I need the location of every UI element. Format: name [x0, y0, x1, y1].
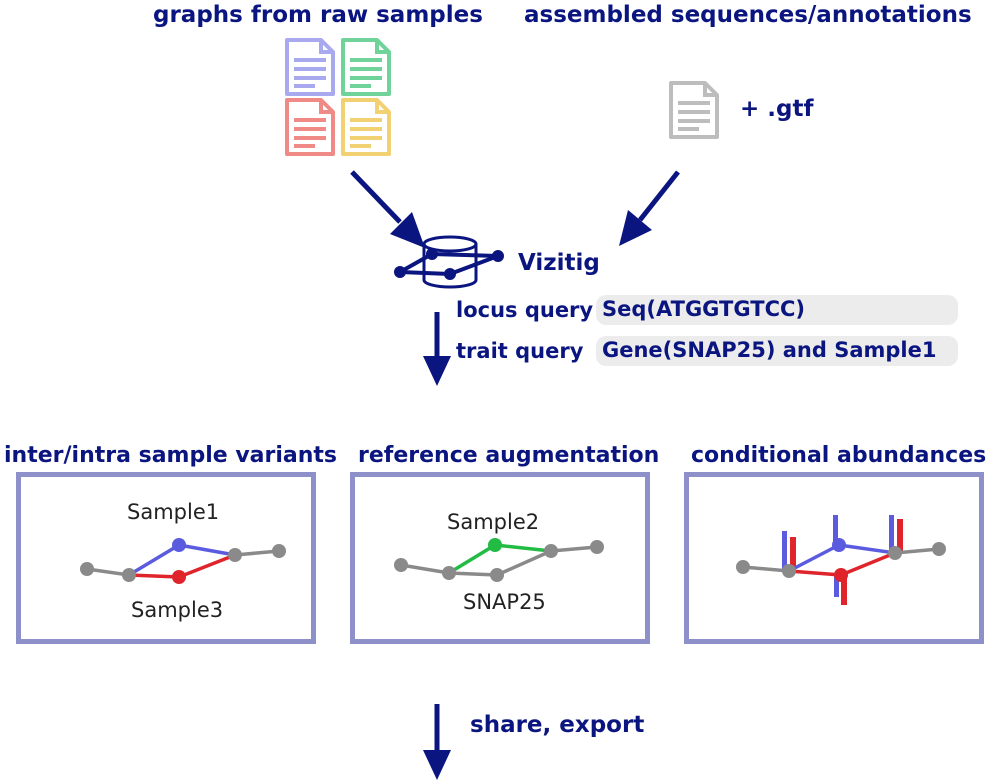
- sample3-label: Sample3: [131, 598, 223, 622]
- panel-title-abundances: conditional abundances: [691, 443, 987, 468]
- trait-query-input[interactable]: Gene(SNAP25) and Sample1: [596, 336, 958, 366]
- panel-augmentation: Sample2 SNAP25: [350, 472, 650, 644]
- panel-title-variants: inter/intra sample variants: [4, 443, 338, 468]
- abundance-graph: [736, 515, 946, 605]
- document-icon: [341, 38, 391, 96]
- arrow-icon: [350, 170, 425, 248]
- document-icon: [285, 98, 335, 156]
- database-graph-icon: [394, 235, 504, 289]
- tool-name: Vizitig: [518, 250, 600, 276]
- document-icon: [669, 81, 719, 139]
- abundance-bars: [782, 515, 903, 605]
- locus-query-label: locus query: [456, 298, 594, 322]
- arrow-icon: [423, 312, 451, 386]
- locus-query-input[interactable]: Seq(ATGGTGTCC): [596, 295, 958, 325]
- panel-abundances: [684, 472, 984, 644]
- assembled-title: assembled sequences/annotations: [524, 2, 972, 28]
- raw-sample-documents: [285, 38, 391, 156]
- share-export-label: share, export: [470, 712, 645, 738]
- raw-samples-title: graphs from raw samples: [153, 2, 483, 28]
- sample1-label: Sample1: [127, 500, 219, 524]
- variant-graph: Sample1 Sample3: [80, 500, 286, 622]
- arrow-icon: [619, 170, 680, 246]
- document-icon: [341, 98, 391, 156]
- panel-title-augmentation: reference augmentation: [358, 443, 660, 468]
- panel-variants: Sample1 Sample3: [16, 472, 316, 644]
- trait-query-value: Gene(SNAP25) and Sample1: [602, 338, 937, 362]
- arrow-icon: [423, 704, 451, 780]
- snap25-label: SNAP25: [463, 590, 546, 614]
- document-icon: [285, 38, 335, 96]
- sample2-label: Sample2: [447, 510, 539, 534]
- trait-query-label: trait query: [456, 339, 584, 363]
- locus-query-value: Seq(ATGGTGTCC): [602, 297, 805, 321]
- augmentation-graph: Sample2 SNAP25: [394, 510, 604, 614]
- gtf-label: + .gtf: [740, 96, 814, 122]
